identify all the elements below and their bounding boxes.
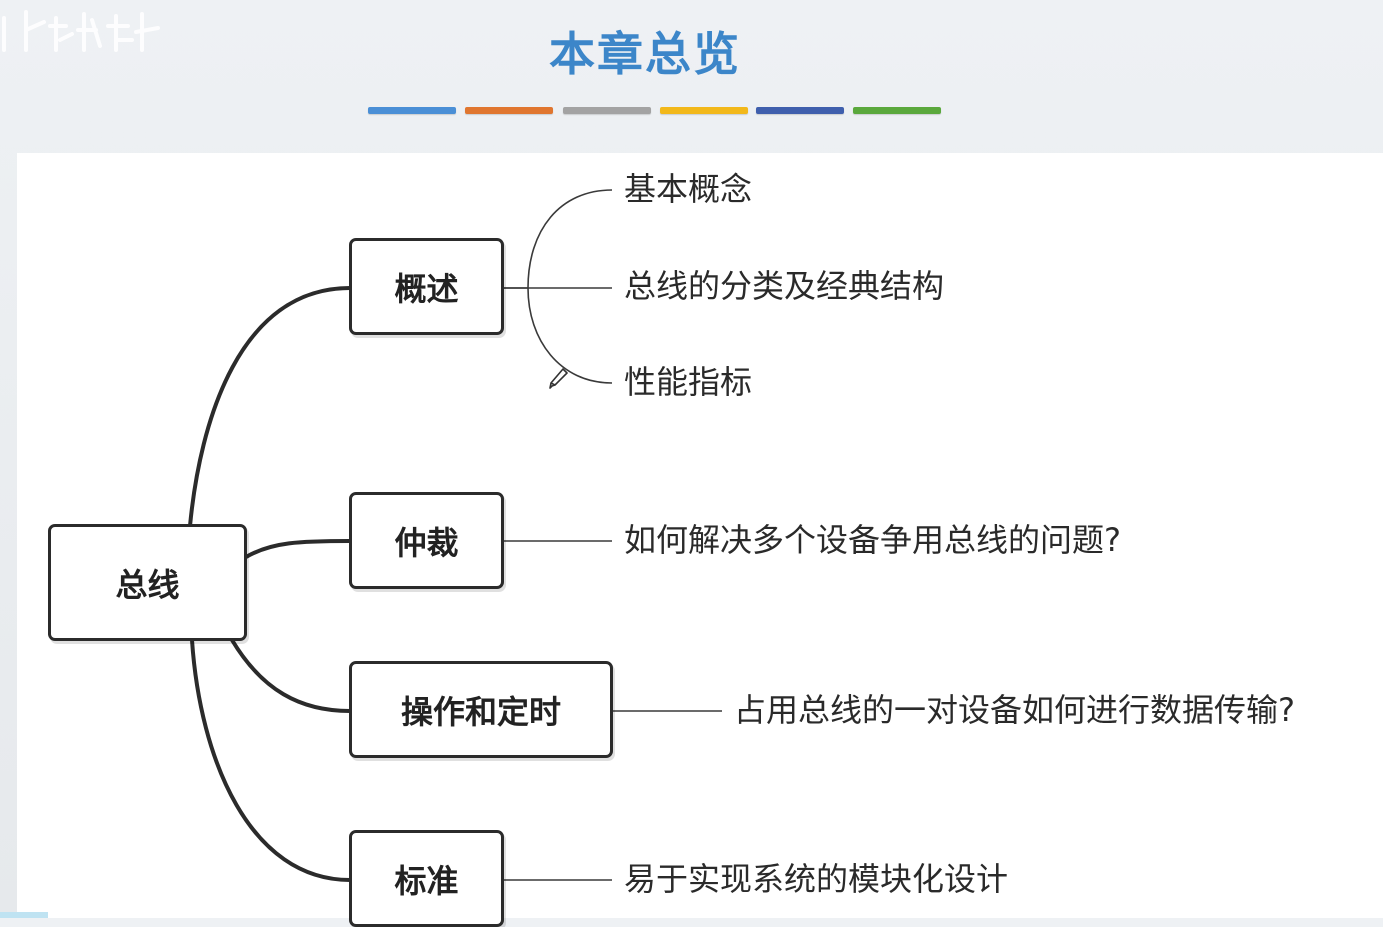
pencil-icon: [549, 368, 568, 389]
page-title: 本章总览: [549, 27, 741, 81]
branch-node-standard: 标准: [349, 830, 504, 927]
color-bar-2: [465, 107, 553, 114]
connector-root-standard: [190, 638, 352, 882]
branch-node-label: 操作和定时: [400, 692, 561, 731]
corner-accent: [0, 912, 48, 918]
color-bar-5: [756, 107, 844, 114]
connector-overview-concept: [504, 189, 613, 289]
color-bar-3: [563, 107, 651, 114]
mindmap-root-node: 总线: [48, 524, 247, 641]
color-bar-6: [853, 107, 941, 114]
leaf-arbitration-question: 如何解决多个设备争用总线的问题?: [624, 521, 1121, 559]
leaf-classification: 总线的分类及经典结构: [624, 267, 945, 305]
branch-node-label: 概述: [394, 269, 459, 308]
branch-node-timing: 操作和定时: [349, 661, 613, 758]
connector-overview-metrics: [527, 287, 613, 384]
leaf-standard-description: 易于实现系统的模块化设计: [624, 860, 1009, 898]
leaf-performance-metrics: 性能指标: [624, 363, 753, 401]
leaf-timing-question: 占用总线的一对设备如何进行数据传输?: [734, 691, 1295, 729]
color-bar-1: [368, 107, 456, 114]
branch-node-label: 仲裁: [394, 523, 459, 562]
root-node-label: 总线: [115, 565, 180, 604]
color-bar-4: [660, 107, 748, 114]
branch-node-label: 标准: [394, 861, 459, 900]
connector-root-arbitration: [244, 539, 352, 559]
connector-root-overview: [188, 286, 352, 528]
connector-root-timing: [230, 638, 352, 713]
leaf-basic-concept: 基本概念: [624, 170, 753, 208]
branch-node-overview: 概述: [349, 238, 504, 335]
watermark-logo: [2, 10, 160, 52]
branch-node-arbitration: 仲裁: [349, 492, 504, 589]
